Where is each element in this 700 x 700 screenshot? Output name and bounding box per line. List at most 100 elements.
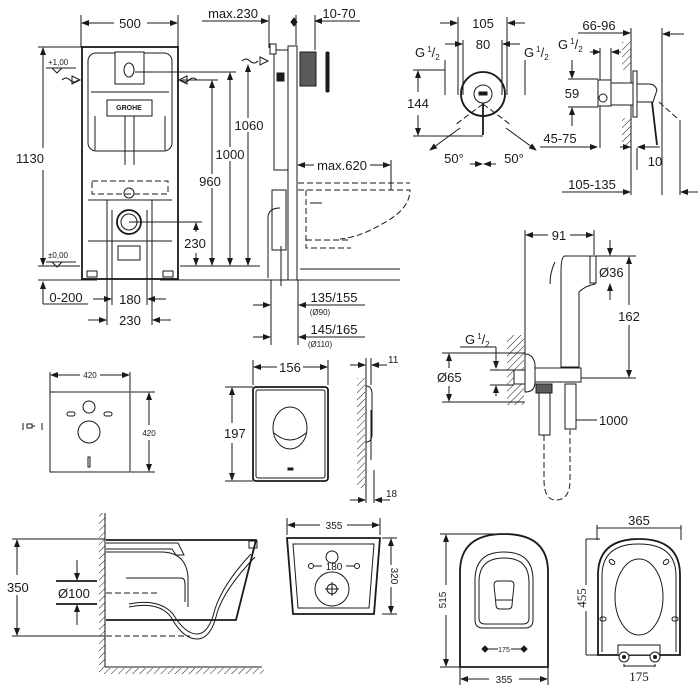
wall-rosette (524, 353, 536, 393)
wall-hatch (357, 378, 365, 488)
pad-height-label: 420 (142, 429, 156, 438)
bowl-length-label: 515 (438, 591, 449, 608)
drain-pipe (117, 245, 141, 261)
mixer-inner-width-label: 80 (476, 37, 490, 52)
angle-right-label: 50° (504, 151, 524, 166)
mixer-depth-label: 66-96 (582, 18, 615, 33)
outlet-height-label: 230 (184, 236, 206, 251)
seat-hinge-bar (617, 644, 661, 656)
wall-connector (513, 369, 526, 385)
floor-hatch (99, 668, 264, 674)
wall-hatch (99, 513, 105, 668)
bolt-hole (354, 563, 360, 569)
wall-hatch (622, 42, 631, 70)
pad-drain-hole (77, 420, 101, 444)
seat-outline (597, 538, 681, 656)
mixer-total-depth-label: 105-135 (568, 177, 616, 192)
shower-head-face (589, 255, 597, 284)
toilet-side-view: 350 Ø100 (7, 513, 264, 674)
thread-den: 2 (544, 53, 549, 62)
thread-slash: / (482, 332, 486, 347)
rosette-diameter-label: Ø65 (437, 370, 462, 385)
outlet-icon (598, 93, 608, 103)
toilet-outline-dashed (298, 182, 411, 249)
thread-letter: G (465, 332, 475, 347)
water-inlet-left-icon (61, 75, 82, 85)
back-height-label: 320 (388, 568, 399, 585)
mounting-screw-icon (22, 423, 43, 430)
seat-hinge-spacing-label: 175 (629, 669, 649, 684)
flush-plate: 156 197 11 18 (224, 355, 399, 503)
drain-110-label: 145/165 (311, 322, 358, 337)
hose-nut (535, 383, 553, 394)
drain-110-dia-label: (Ø110) (308, 340, 333, 349)
pad-bolt-hole (103, 411, 113, 417)
plate-depth-label: 10-70 (322, 6, 355, 21)
thread-letter: G (524, 45, 534, 60)
mixer-side-height-label: 59 (565, 86, 579, 101)
frame-hook (269, 43, 277, 55)
water-inlet-side-icon (241, 56, 270, 66)
bowl-width-label: 355 (496, 675, 513, 686)
label-bg (233, 118, 265, 132)
mixer-height-label: 144 (407, 96, 429, 111)
trap-curve (128, 553, 252, 635)
back-bolt-spacing-label: 180 (326, 562, 343, 573)
plate-outline (252, 386, 329, 482)
shower-reach-label: 91 (552, 228, 566, 243)
foot-right (162, 270, 174, 278)
drain-elbow (271, 189, 287, 251)
drain-crosshair-icon (325, 582, 339, 596)
plate-inner (255, 389, 326, 479)
shower-trigger (549, 261, 556, 285)
thread-den: 2 (485, 340, 490, 349)
angle-line-left (429, 127, 461, 151)
toilet-body (106, 539, 258, 621)
floor-adjust-label: 0-200 (49, 290, 82, 305)
plate-height-label: 197 (224, 426, 246, 441)
toilet-seat: 365 175 455 (574, 513, 682, 684)
trap-curve-outer (128, 556, 256, 640)
lever-swing-right (482, 103, 512, 126)
pad-flush-hole (82, 400, 96, 414)
seat-buffer (608, 558, 616, 566)
label-bg (196, 174, 224, 188)
bolt-markers-icon (481, 645, 528, 653)
frame-width-label: 500 (119, 16, 141, 31)
height-1000-label: 1000 (216, 147, 245, 162)
thread-num: 1 (536, 45, 541, 54)
toilet-back-view: 355 180 320 (286, 518, 399, 615)
thread-den: 2 (435, 53, 440, 62)
thread-letter: G (415, 45, 425, 60)
back-width-label: 355 (326, 521, 343, 532)
seat-width-label: 365 (628, 513, 650, 528)
max-projection-label: max.620 (317, 158, 367, 173)
seat-buffer (671, 616, 679, 622)
depth-range-label: 45-75 (543, 131, 576, 146)
plate-depth-bottom-label: 18 (386, 489, 398, 500)
max-depth-label: max.230 (208, 6, 258, 21)
seat-buffer (662, 558, 670, 566)
height-1060-label: 1060 (235, 118, 264, 133)
cistern-side (273, 49, 289, 171)
toilet-bowl-inner (106, 551, 189, 607)
drain-90-dia-label: (Ø90) (310, 308, 331, 317)
wall-hatch (622, 118, 631, 148)
label-bg (214, 147, 246, 161)
bolt-hole (308, 563, 314, 569)
toilet-top-view: 175 515 355 (438, 533, 549, 686)
seat-buffer (599, 616, 607, 622)
frame-outline (81, 46, 179, 280)
shower-head-diameter-label: Ø36 (599, 265, 624, 280)
bolt-spacing-label: 180 (119, 292, 141, 307)
thread-letter: G (558, 37, 568, 52)
pad-outline (49, 391, 131, 473)
hinge-pin (653, 655, 657, 659)
frame-side-view: max.230 10-70 max.620 135/155 (Ø90) (202, 6, 411, 349)
top-bolt-spacing-label: 175 (498, 647, 510, 654)
angle-line-right (505, 127, 537, 151)
